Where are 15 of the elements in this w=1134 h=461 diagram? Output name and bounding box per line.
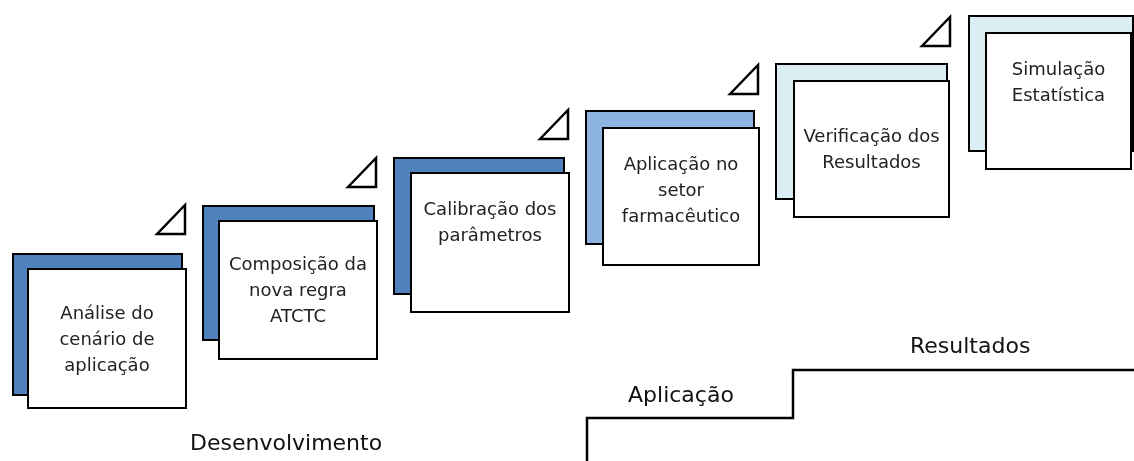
phase-label: Desenvolvimento <box>190 430 383 455</box>
step-text: Composição da nova regra ATCTC <box>227 252 369 328</box>
step-box <box>793 80 950 218</box>
step-box <box>410 172 570 313</box>
step-box <box>602 127 760 266</box>
step-text: Calibração dos parâmetros <box>422 197 558 247</box>
step-box <box>985 32 1132 170</box>
phase-label: Aplicação <box>628 382 734 407</box>
step-text: Aplicação no setor farmacêutico <box>620 152 742 228</box>
step-box <box>27 268 187 409</box>
step-box <box>218 220 378 360</box>
step-text: Análise do cenário de aplicação <box>58 300 156 377</box>
phase-label: Resultados <box>910 333 1031 358</box>
step-text: Verificação dos Resultados <box>802 124 941 174</box>
step-text: Simulação Estatística <box>1010 57 1107 107</box>
